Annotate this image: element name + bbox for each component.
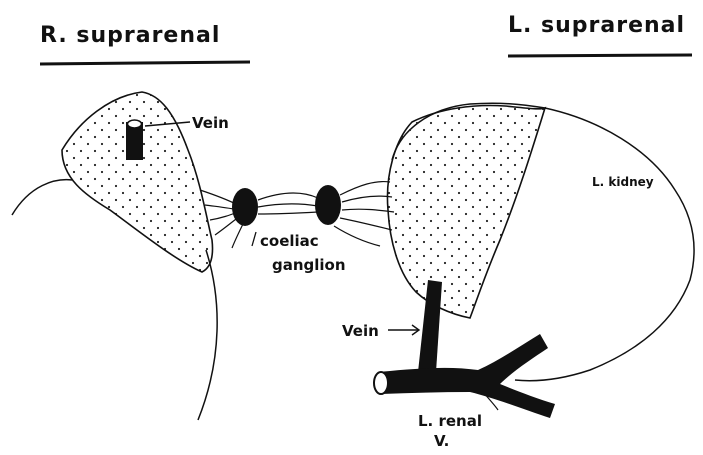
vein-left-label: Vein bbox=[342, 322, 379, 340]
title-right-underline bbox=[40, 62, 250, 64]
right-suprarenal-gland bbox=[62, 92, 213, 272]
title-left-suprarenal: L. suprarenal bbox=[508, 13, 685, 38]
renal-label-line1: L. renal bbox=[418, 412, 482, 430]
vein-right-label: Vein bbox=[192, 114, 229, 132]
title-right-suprarenal: R. suprarenal bbox=[40, 23, 220, 48]
ganglion-pointer bbox=[252, 232, 256, 246]
left-suprarenal-gland bbox=[387, 106, 545, 318]
kidney-label: L. kidney bbox=[592, 175, 654, 189]
renal-vein-opening bbox=[374, 372, 388, 394]
right-vein-opening bbox=[128, 120, 142, 128]
renal-label-line2: V. bbox=[434, 432, 449, 450]
coeliac-ganglion-left bbox=[315, 185, 341, 225]
coeliac-label-line1: coeliac bbox=[260, 232, 319, 250]
left-renal-vein bbox=[378, 334, 555, 418]
coeliac-ganglion-right bbox=[232, 188, 258, 226]
title-left-underline bbox=[508, 55, 692, 56]
coeliac-label-line2: ganglion bbox=[272, 256, 346, 274]
